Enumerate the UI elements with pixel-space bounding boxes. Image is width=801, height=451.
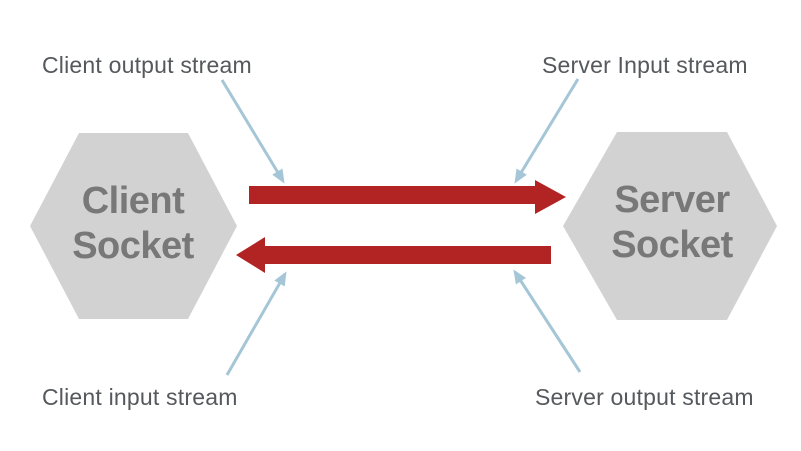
server-socket-label-line1: Server: [614, 179, 730, 221]
client-input-stream-pointer-arrow: [225, 271, 287, 376]
server-input-stream-pointer-arrow: [514, 78, 580, 184]
client-socket-label-line2: Socket: [72, 225, 194, 267]
client-socket-label-line1: Client: [82, 180, 185, 222]
client-output-stream-pointer-arrow: [220, 79, 285, 184]
client-output-stream-label: Client output stream: [42, 52, 252, 78]
server-socket-label-line2: Socket: [611, 224, 733, 266]
server-output-stream-pointer-arrow: [513, 269, 582, 373]
server-input-stream-label: Server Input stream: [542, 52, 748, 78]
client-socket-node: [30, 133, 237, 319]
server-to-client-stream-arrow: [236, 237, 551, 273]
server-output-stream-label: Server output stream: [535, 384, 754, 410]
client-to-server-stream-arrow: [249, 180, 566, 214]
client-input-stream-label: Client input stream: [42, 384, 238, 410]
server-socket-node: [563, 132, 777, 320]
